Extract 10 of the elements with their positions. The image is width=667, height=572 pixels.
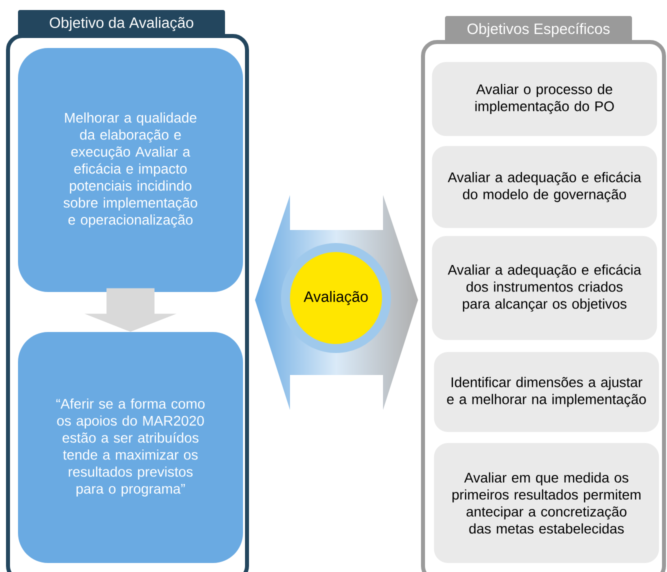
text-box: Melhorar a qualidade da elaboração e execução Avaliar a eficácia e impacto potenciais incidindo sobre implementação e operacionalização <box>18 48 243 292</box>
block-arrow <box>84 288 176 332</box>
text-box: Avaliar em que medida os primeiros resultados permitem antecipar a concretização das metas estabelecidas <box>434 443 659 563</box>
text-box: Avaliar a adequação e eficácia dos instrumentos criados para alcançar os objetivos <box>432 236 657 340</box>
text-box: Avaliar a adequação e eficácia do modelo de governação <box>432 146 657 228</box>
text-box: Identificar dimensões a ajustar e a melhorar na implementação <box>434 352 659 432</box>
text-box: Avaliar o processo de implementação do PO <box>432 62 657 136</box>
node-label: Objetivos Específicos <box>468 22 610 38</box>
node-label: Objetivo da Avaliação <box>50 16 194 32</box>
text-box: “Aferir se a forma como os apoios do MAR2020 estão a ser atribuídos tende a maximizar os resultados previstos para o programa” <box>18 332 243 563</box>
